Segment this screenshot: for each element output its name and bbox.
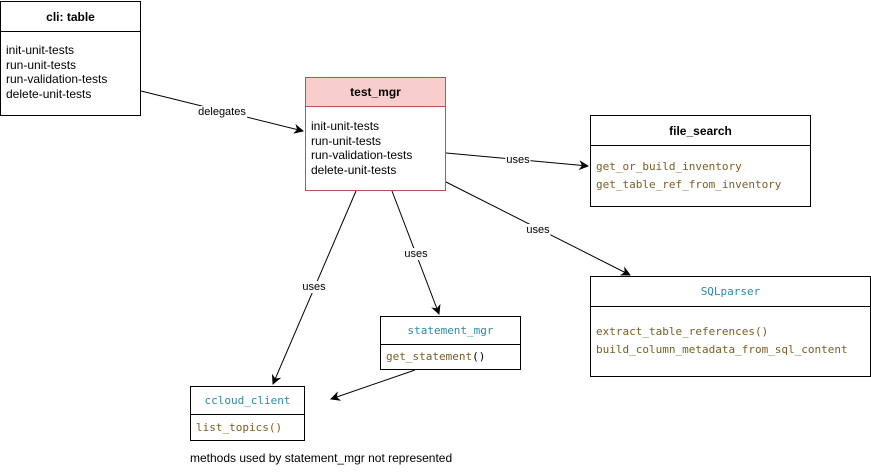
method-item: get_table_ref_from_inventory xyxy=(596,178,782,191)
method-item: delete-unit-tests xyxy=(6,86,92,101)
method-parens: () xyxy=(472,350,486,363)
class-methods: init-unit-tests run-unit-tests run-valid… xyxy=(306,107,445,177)
method-item: run-validation-tests xyxy=(6,72,108,86)
edge-statement-to-ccloud xyxy=(330,369,416,401)
class-statement-mgr[interactable]: statement_mgr get_statement() xyxy=(380,316,521,370)
class-title: ccloud_client xyxy=(191,387,304,415)
method-item: run-unit-tests xyxy=(6,57,77,72)
method-item: init-unit-tests xyxy=(6,43,75,57)
method-item: delete-unit-tests xyxy=(311,162,397,177)
class-ccloud-client[interactable]: ccloud_client list_topics() xyxy=(190,386,305,441)
class-methods: extract_table_references() build_column_… xyxy=(591,307,870,359)
diagram-note: methods used by statement_mgr not repres… xyxy=(190,451,453,465)
class-methods: init-unit-tests run-unit-tests run-valid… xyxy=(1,32,140,101)
edge-label-uses-ccloud-client: uses xyxy=(301,281,327,293)
method-item: extract_table_references() xyxy=(596,325,769,338)
class-cli-table[interactable]: cli: table init-unit-tests run-unit-test… xyxy=(0,1,141,116)
class-title: test_mgr xyxy=(306,78,445,107)
class-sqlparser[interactable]: SQLparser extract_table_references() bui… xyxy=(590,276,871,377)
edge-label-uses-statement-mgr: uses xyxy=(403,248,429,260)
method-item: run-validation-tests xyxy=(311,148,413,162)
method-item: list_topics() xyxy=(196,421,283,434)
method-item: get_or_build_inventory xyxy=(596,160,742,173)
edge-label-uses-file-search: uses xyxy=(505,154,531,166)
class-title: SQLparser xyxy=(591,277,870,307)
class-methods: get_statement() xyxy=(381,345,520,369)
edge-label-delegates: delegates xyxy=(197,106,247,118)
method-item: init-unit-tests xyxy=(311,119,380,133)
class-title: file_search xyxy=(591,116,810,146)
class-title: cli: table xyxy=(1,2,140,32)
class-title: statement_mgr xyxy=(381,317,520,345)
class-methods: get_or_build_inventory get_table_ref_fro… xyxy=(591,146,810,194)
class-test-mgr[interactable]: test_mgr init-unit-tests run-unit-tests … xyxy=(305,77,446,191)
class-methods: list_topics() xyxy=(191,415,304,440)
edge-label-uses-sqlparser: uses xyxy=(525,224,551,236)
method-item: build_column_metadata_from_sql_content xyxy=(596,343,848,356)
class-file-search[interactable]: file_search get_or_build_inventory get_t… xyxy=(590,115,811,207)
method-name: get_statement xyxy=(386,350,473,363)
method-item: run-unit-tests xyxy=(311,133,382,148)
